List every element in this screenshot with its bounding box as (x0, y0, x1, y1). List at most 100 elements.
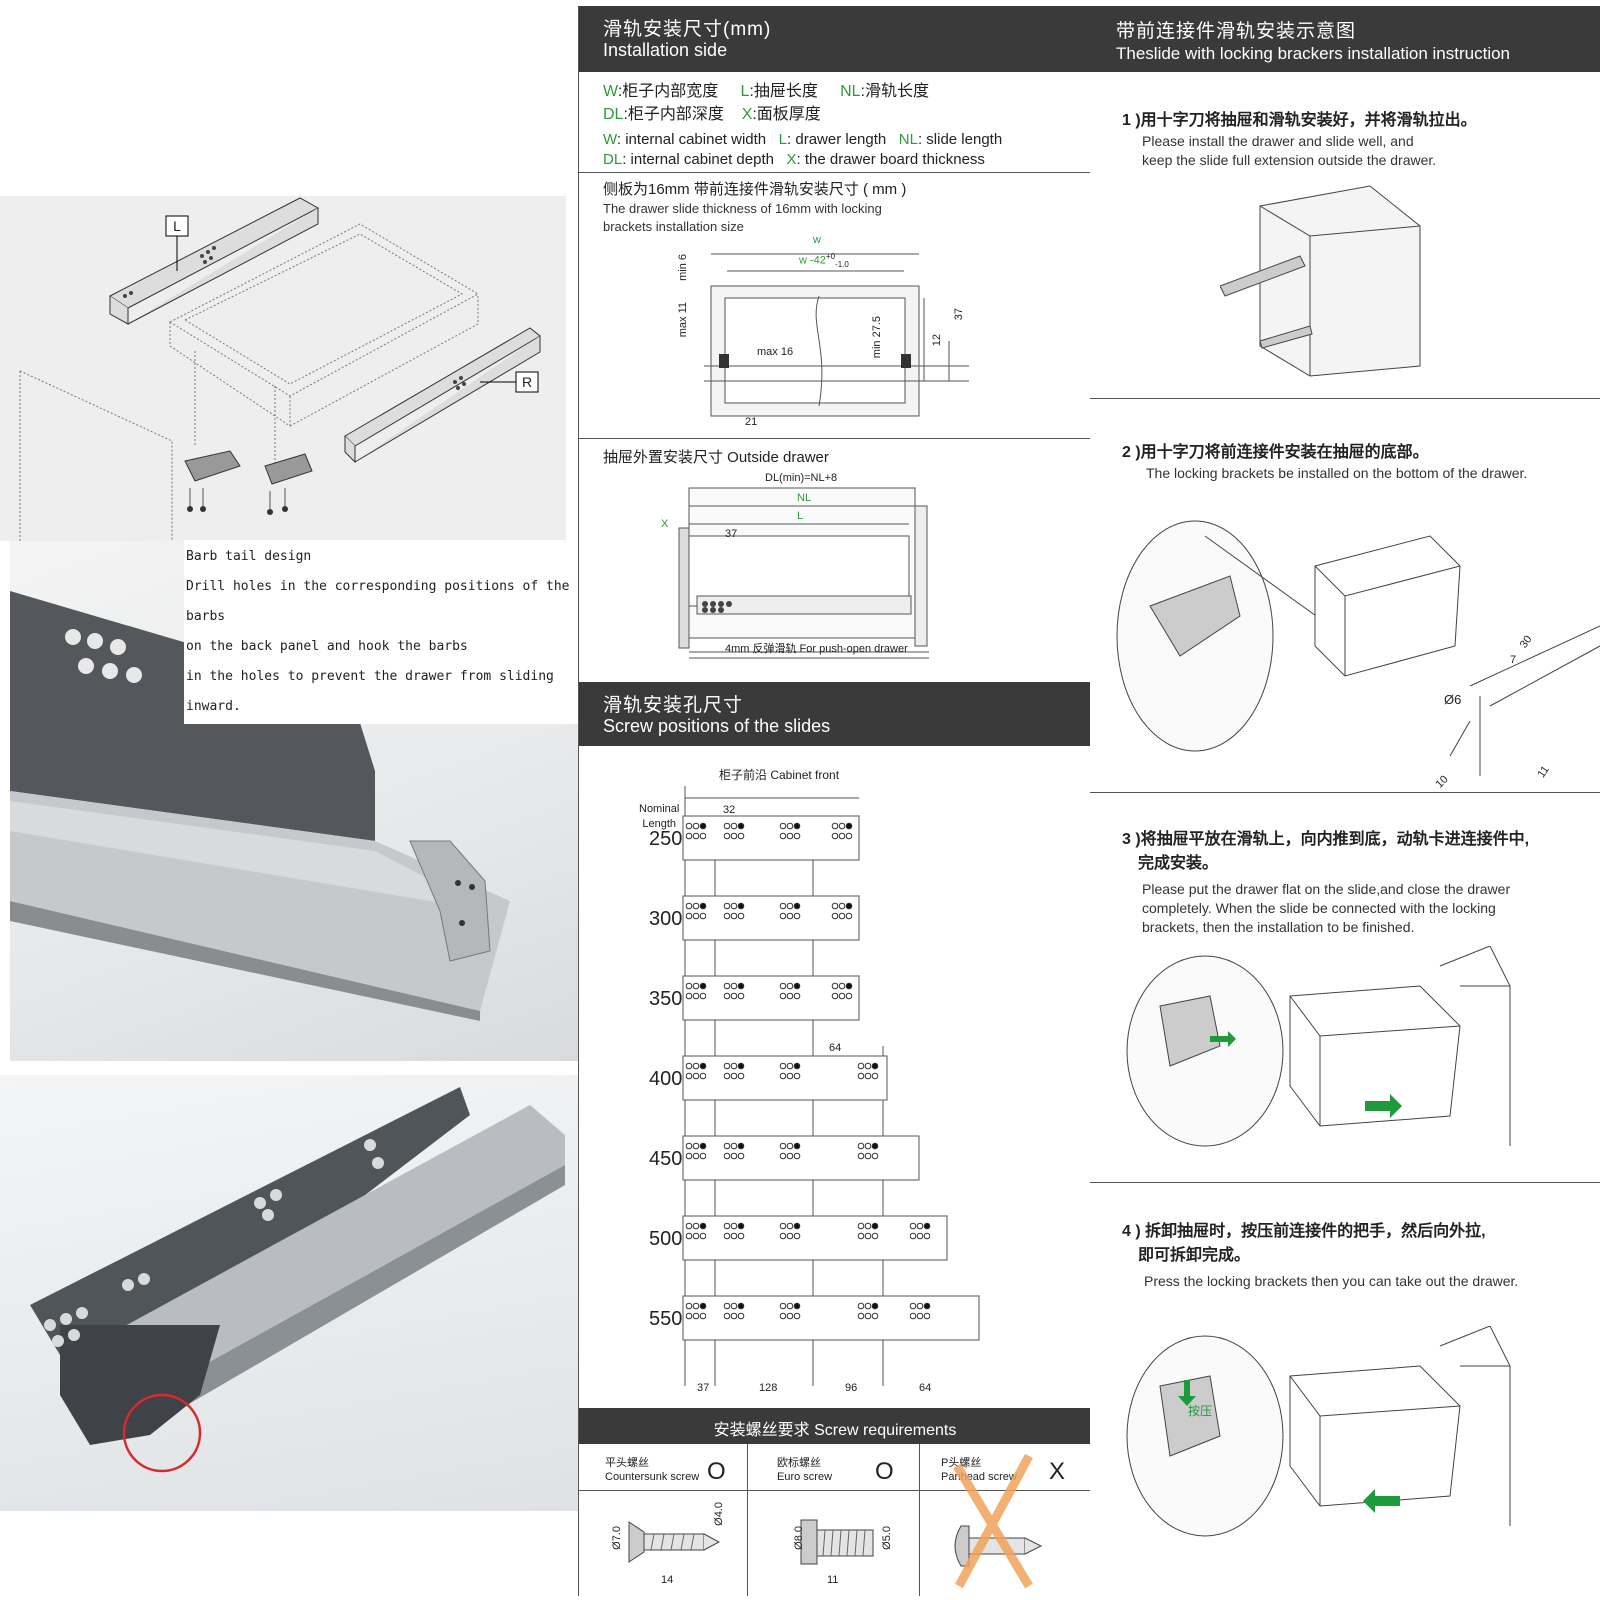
screw-hole (857, 1302, 865, 1310)
step4-cn: 4 ) 拆卸抽屉时，按压前连接件的把手，然后向外拉,即可拆卸完成。 (1122, 1223, 1486, 1264)
screw-positions-header: 滑轨安装孔尺寸 Screw positions of the slides (579, 682, 1091, 746)
steps-header: 带前连接件滑轨安装示意图 Theslide with locking brack… (1090, 6, 1600, 72)
screw-hole (692, 1222, 700, 1230)
screw-hole (685, 1072, 693, 1080)
right-slide-icon (344, 327, 541, 464)
screw-hole (692, 982, 700, 990)
screw-hole (793, 1312, 801, 1320)
screw-hole (831, 982, 839, 990)
dim-37: 37 (953, 308, 965, 321)
screw-hole (779, 832, 787, 840)
outside-37: 37 (725, 528, 738, 540)
screw-hole (779, 1142, 787, 1150)
nominal-length-400: 400 (649, 1068, 683, 1090)
legend-en-1: W: internal cabinet width L: drawer leng… (603, 131, 1003, 148)
dim-64-top: 64 (829, 1042, 842, 1054)
screw-hole (779, 822, 787, 830)
legend-en-2: DL: internal cabinet depth X: the drawer… (603, 151, 985, 168)
screw-hole (871, 1142, 879, 1150)
countersunk-d2: Ø4.0 (713, 1502, 725, 1526)
barb-line-4: in the holes to prevent the drawer from … (186, 669, 554, 714)
screw-hole (793, 1062, 801, 1070)
legend-cn-2: DL:柜子内部深度 X:面板厚度 (603, 106, 821, 123)
screw-hole (857, 1312, 865, 1320)
legend-cn-1: W:柜子内部宽度 L:抽屉长度 NL:滑轨长度 (603, 83, 929, 100)
screw-hole (737, 822, 745, 830)
dim-min6: min 6 (677, 254, 689, 281)
screw-hole (723, 1222, 731, 1230)
screw-hole (699, 912, 707, 920)
screw-hole (692, 1302, 700, 1310)
nominal-length-450: 450 (649, 1148, 683, 1170)
screw-hole (685, 1142, 693, 1150)
screw-hole (857, 1152, 865, 1160)
countersunk-d1: Ø7.0 (611, 1526, 623, 1550)
pull-out-arrow-icon (1178, 1380, 1400, 1513)
installation-header: 滑轨安装尺寸(mm) Installation side (579, 6, 1091, 72)
nominal-length-300: 300 (649, 908, 683, 930)
screw-hole (857, 1142, 865, 1150)
dim-min275: min 27.5 (871, 316, 883, 359)
barb-line-3: on the back panel and hook the barbs (186, 639, 468, 654)
push-in-arrow-icon (1210, 1031, 1402, 1118)
screw-hole (699, 1302, 707, 1310)
step1-cn: 1 )用十字刀将抽屉和滑轨安装好，并将滑轨拉出。 (1122, 112, 1477, 129)
slide-profile-350 (682, 975, 860, 1021)
screw-hole (723, 992, 731, 1000)
screw-hole (857, 1062, 865, 1070)
euro-screw-icon (800, 1519, 874, 1565)
dim-12: 12 (931, 334, 943, 347)
screw-hole (793, 1142, 801, 1150)
screw-hole (793, 912, 801, 920)
screw-hole (779, 912, 787, 920)
slide-profile-400 (682, 1055, 888, 1101)
bottom-dim-37: 37 (697, 1382, 710, 1394)
screw-positions-header-cn: 滑轨安装孔尺寸 (603, 695, 744, 716)
side-title-en: The drawer slide thickness of 16mm with … (603, 201, 882, 234)
step3-drawer-close-icon (1126, 946, 1511, 1147)
steps-header-cn: 带前连接件滑轨安装示意图 (1116, 21, 1357, 42)
outside-dl: DL(min)=NL+8 (765, 472, 838, 484)
screw-hole (737, 1152, 745, 1160)
screw-hole (737, 912, 745, 920)
screw-hole (786, 832, 794, 840)
screw-hole (723, 822, 731, 830)
screw-hole (871, 1062, 879, 1070)
step3-cn: 3 )将抽屉平放在滑轨上，向内推到底，动轨卡进连接件中,完成安装。 (1122, 831, 1530, 872)
screw-hole (737, 1072, 745, 1080)
barb-line-2: Drill holes in the corresponding positio… (186, 579, 570, 624)
screw-hole (779, 902, 787, 910)
slide-angled-photo (0, 1075, 578, 1511)
screw-hole (699, 832, 707, 840)
outside-push: 4mm 反弹滑轨 For push-open drawer (725, 643, 908, 655)
screw-hole (793, 1072, 801, 1080)
screw-hole (692, 912, 700, 920)
slide-profile-500 (682, 1215, 948, 1261)
screw-hole (692, 1152, 700, 1160)
countersunk-length: 14 (661, 1574, 674, 1586)
screw-hole (786, 1062, 794, 1070)
screw-hole (730, 912, 738, 920)
screw-hole (786, 902, 794, 910)
screw-hole (838, 832, 846, 840)
screw-hole (737, 1142, 745, 1150)
screw-hole (909, 1312, 917, 1320)
screw-hole (871, 1312, 879, 1320)
screw-hole (737, 992, 745, 1000)
screw-hole (786, 1232, 794, 1240)
screw-hole (845, 902, 853, 910)
screw-hole (692, 992, 700, 1000)
screw-hole (779, 1152, 787, 1160)
screw-hole (838, 822, 846, 830)
screw-hole (864, 1152, 872, 1160)
screw-hole (786, 912, 794, 920)
screw-hole (699, 982, 707, 990)
screw-hole (793, 982, 801, 990)
screw-hole (730, 992, 738, 1000)
screw-hole (916, 1232, 924, 1240)
screw-hole (923, 1222, 931, 1230)
screw-hole (737, 1222, 745, 1230)
screw-hole (723, 1142, 731, 1150)
